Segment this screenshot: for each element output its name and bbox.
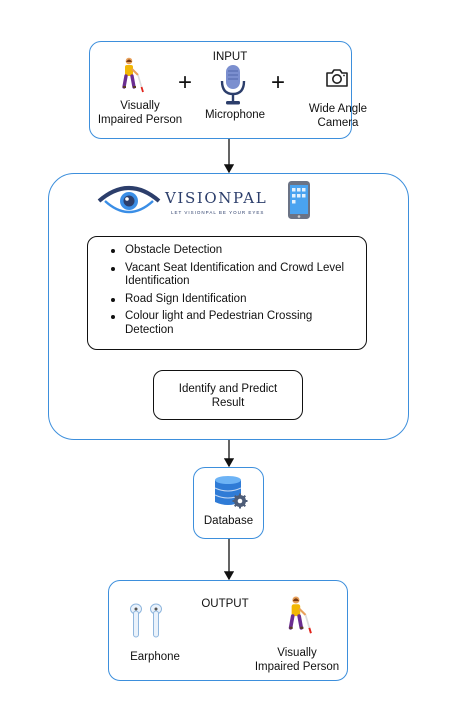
input-title: INPUT (212, 51, 248, 63)
camera-icon (326, 69, 348, 87)
feature-item: Obstacle Detection (107, 244, 362, 258)
output-person-label: Visually Impaired Person (254, 647, 340, 673)
person-with-cane-icon (288, 596, 312, 634)
microphone-icon (220, 65, 246, 105)
output-title: OUTPUT (201, 598, 249, 610)
output-box (108, 580, 348, 681)
microphone-label: Microphone (204, 109, 266, 121)
feature-item: Road Sign Identification (107, 293, 362, 307)
database-label: Database (203, 515, 254, 527)
database-gear-icon (214, 476, 248, 509)
plus-sign-1: + (177, 69, 192, 96)
eye-logo-icon (97, 186, 161, 214)
earphone-label: Earphone (130, 651, 180, 663)
predict-label: Identify and Predict Result (178, 383, 278, 409)
feature-item: Vacant Seat Identification and Crowd Lev… (107, 262, 362, 289)
input-person-label: Visually Impaired Person (97, 100, 183, 126)
person-with-cane-icon (122, 57, 144, 93)
camera-label: Wide Angle Camera (308, 103, 368, 129)
visionpal-brand-name: VISIONPAL (165, 189, 268, 207)
features-list: Obstacle Detection Vacant Seat Identific… (107, 244, 362, 341)
feature-item: Colour light and Pedestrian Crossing Det… (107, 310, 362, 337)
smartphone-icon (288, 181, 310, 219)
visionpal-tagline: LET VISIONPAL BE YOUR EYES (171, 210, 265, 215)
features-box (87, 236, 367, 350)
predict-box (153, 370, 303, 420)
plus-sign-2: + (270, 69, 285, 96)
input-box (89, 41, 352, 139)
earbuds-icon (130, 603, 162, 638)
